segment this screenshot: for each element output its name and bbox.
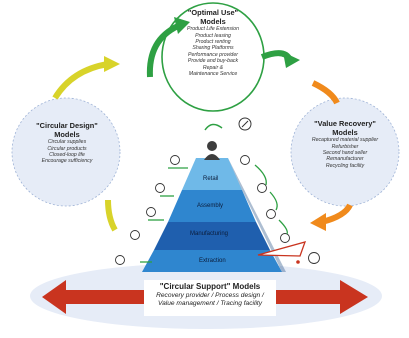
optimal-use-item: Maintenance Service [188, 71, 238, 78]
pyramid-level-retail [182, 158, 242, 190]
optimal-use-item: Product leasing [195, 32, 231, 39]
circular-design-subtitle: Models [54, 129, 80, 139]
orange-arrow-top [311, 80, 340, 105]
circular-support-label-box [144, 280, 276, 316]
circular-design-item: Circular supplies [47, 139, 87, 146]
value-recovery-subtitle: Models [332, 127, 358, 137]
pyramid-right-face [228, 158, 286, 272]
value-recovery-circle [290, 97, 400, 207]
optimal-use-item: Repair & [202, 64, 224, 71]
pyramid-level-extraction [142, 250, 282, 272]
circular-design-item: Closed-loop life [49, 152, 85, 158]
green-arrow-left [146, 23, 180, 78]
circular-design-item: Encourage sufficiency [41, 158, 93, 165]
value-recovery-item: Recycling facility [325, 162, 365, 169]
red-dot [296, 260, 300, 264]
yellow-arrow-top [52, 61, 109, 100]
circular-design-circle [11, 97, 121, 207]
circular-design-title: "Circular Design" [36, 121, 98, 130]
pyramid-label-extraction: Extraction [199, 258, 226, 264]
circular-design-item: Circular products [47, 145, 87, 152]
circular-support-title: "Circular Support" Models [159, 282, 261, 291]
pyramid-label-assembly: Assembly [197, 203, 224, 209]
circular-support-line: Value management / Tracing facility [157, 300, 263, 307]
circular-design-label: "Circular Design" Models Circular suppli… [24, 121, 110, 165]
optimal-use-item: Performance provider [188, 51, 238, 58]
value-chain-pyramid [142, 158, 286, 272]
pyramid-level-assembly [168, 190, 256, 222]
value-recovery-title: "Value Recovery" [314, 119, 376, 128]
yellow-arrow-top-head [104, 56, 120, 72]
recovery-red-line [257, 241, 307, 257]
green-small-arrow-icon [204, 123, 223, 131]
value-recovery-item: Second hand seller [322, 150, 368, 156]
optimal-use-item: Provide and buy-back [187, 58, 239, 65]
optimal-use-item: Product renting [195, 39, 231, 45]
pyramid-level-manufacturing [154, 222, 270, 250]
pyramid-label-retail: Retail [203, 176, 219, 182]
optimal-use-label: "Optimal Use" Models Product Life Extens… [170, 8, 256, 78]
right-process-icons [240, 155, 320, 264]
value-recovery-item: Refurbisher [331, 143, 359, 150]
person-icon [204, 141, 220, 160]
pyramid-label-manufacturing: Manufacturing [190, 231, 229, 237]
yellow-arrow-bottom [105, 199, 118, 232]
circular-support-line: Recovery provider / Process design / [156, 292, 264, 299]
green-arrow-left-head [174, 17, 190, 34]
value-recovery-item: Recaptured material supplier [311, 137, 379, 144]
optimal-use-item: Product Life Extension [187, 26, 239, 33]
value-recovery-item: Remanufacturer [326, 156, 364, 163]
optimal-use-title: "Optimal Use" [187, 8, 239, 17]
optimal-use-item: Sharing Platforms [192, 45, 234, 52]
value-recovery-label: "Value Recovery" Models Recaptured mater… [300, 119, 390, 169]
left-process-icons [115, 155, 188, 265]
circular-support-label: "Circular Support" Models Recovery provi… [144, 282, 276, 308]
green-arrow-right-head [283, 52, 300, 68]
optimal-use-subtitle: Models [200, 16, 226, 26]
orange-arrow-bottom [321, 203, 353, 225]
orange-arrow-bottom-head [310, 213, 326, 231]
